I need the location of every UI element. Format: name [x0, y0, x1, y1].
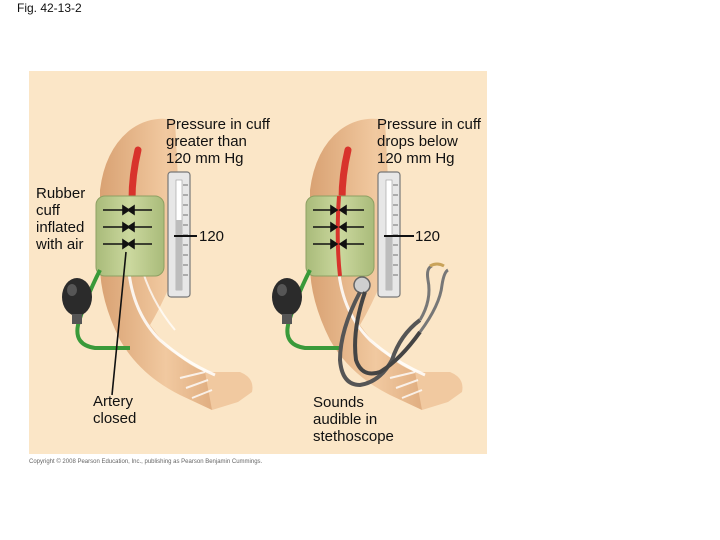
sounds-label: Sounds audible in stethoscope	[313, 394, 394, 445]
artery-label: Artery closed	[93, 393, 137, 427]
right-title: Pressure in cuff drops below 120 mm Hg	[377, 116, 481, 167]
copyright-notice: Copyright © 2008 Pearson Education, Inc.…	[29, 459, 263, 465]
right-gauge-reading: 120	[415, 228, 441, 245]
right-cuff	[305, 195, 375, 277]
figure-label: Fig. 42-13-2	[17, 1, 82, 15]
left-gauge-reading: 120	[199, 228, 225, 245]
cuff-label: Rubber cuff inflated with air	[36, 185, 86, 253]
left-cuff	[95, 195, 165, 277]
artery-pointer-line	[111, 251, 127, 396]
right-bulb-and-tube	[272, 269, 340, 350]
left-bulb-and-tube	[62, 269, 130, 350]
left-gauge	[167, 171, 197, 298]
right-gauge	[377, 171, 414, 298]
right-arrows	[313, 204, 364, 250]
stethoscope	[337, 262, 449, 388]
left-arrows	[103, 204, 152, 250]
left-title: Pressure in cuff greater than 120 mm Hg	[166, 116, 270, 167]
